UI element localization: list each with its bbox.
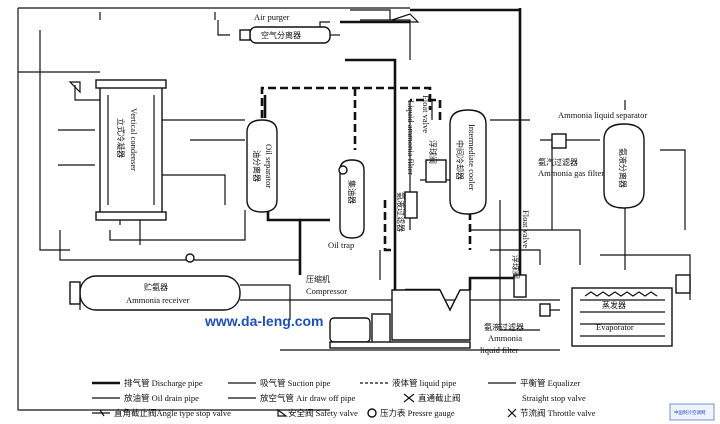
straight-valve-icon <box>403 393 415 403</box>
legend-throttle-valve: 节流阀 Throttle valve <box>520 408 596 418</box>
ammonia-gas-filter-cn: 氨汽过滤器 <box>538 157 578 167</box>
compressor: 压缩机 Compressor <box>306 274 471 349</box>
corner-logo: 中国制冷空调网 <box>669 403 715 421</box>
ammonia-separator-cn: 氨液分离器 <box>618 148 628 188</box>
legend: 排气管 Discharge pipe 吸气管 Suction pipe 液体管 … <box>92 378 596 418</box>
receiver-en: Ammonia receiver <box>126 295 190 305</box>
safety-valve-icon <box>277 408 288 417</box>
vertical-condenser-en: Vertical condenser <box>129 108 139 171</box>
ammonia-gas-filter-en: Ammonia gas filter <box>538 168 604 178</box>
float-valve-en: Float valve <box>421 95 431 133</box>
liquid-ammonia-filter: 氨液过滤器 Liquid ammonia filter <box>396 100 418 232</box>
float-valve2-en: Float valve <box>521 210 531 248</box>
receiver-cn: 贮氨器 <box>144 282 168 292</box>
oil-separator: 油分离器 Oil separator <box>246 119 278 213</box>
legend-straight-valve-cn: 直通截止阀 <box>418 393 461 403</box>
float-valve-top: 浮球阀 Float valve <box>421 95 447 183</box>
legend-oil-drain: 放油管 Oil drain pipe <box>124 393 199 403</box>
float-valve-lower: 浮球阀 Float valve <box>511 210 531 298</box>
pressure-gauge-icon <box>185 253 195 263</box>
logo-text: 中国制冷空调网 <box>674 409 706 416</box>
ammonia-liquid-filter: 氨液过滤器 Ammonia liquid filter <box>480 303 551 355</box>
legend-pressure-gauge: 压力表 Pressre gauge <box>380 408 455 418</box>
float-valve2-cn: 浮球阀 <box>511 255 521 279</box>
legend-suction: 吸气管 Suction pipe <box>260 378 331 388</box>
ammonia-liquid-filter-en2: liquid filter <box>480 345 519 355</box>
oil-trap: 集油器 Oil trap <box>328 159 365 250</box>
vertical-condenser: 立式冷凝器 Vertical condenser <box>68 79 167 221</box>
vertical-condenser-cn: 立式冷凝器 <box>116 118 126 158</box>
float-valve-cn: 浮球阀 <box>428 140 438 164</box>
evaporator-en: Evaporator <box>596 322 634 332</box>
air-separator-label: 空气分离器 <box>261 30 301 40</box>
liquid-ammonia-filter-en: Liquid ammonia filter <box>406 100 416 175</box>
legend-discharge: 排气管 Discharge pipe <box>124 378 203 388</box>
ammonia-filter-cn: 氨液过滤器 <box>396 192 406 232</box>
ammonia-gas-filter: 氨汽过滤器 Ammonia gas filter <box>538 133 604 178</box>
ammonia-liquid-separator-en: Ammonia liquid separator <box>558 110 647 120</box>
legend-liquid: 液体管 liquid pipe <box>392 378 456 388</box>
discharge-pipes <box>263 8 522 292</box>
legend-equalizer: 平衡管 Equalizer <box>520 378 580 388</box>
watermark: www.da-leng.com <box>204 313 324 329</box>
compressor-en: Compressor <box>306 286 347 296</box>
oil-trap-en: Oil trap <box>328 240 354 250</box>
throttle-valve-icon <box>507 408 517 418</box>
oil-separator-en: Oil separator <box>264 144 274 188</box>
legend-air-draw: 放空气管 Air draw off pipe <box>260 393 355 403</box>
ammonia-receiver: 贮氨器 Ammonia receiver <box>69 253 241 311</box>
suction-pipes <box>260 86 472 252</box>
pressure-gauge-icon <box>338 165 348 175</box>
intermediate-cooler: 中间冷却器 Intermediate cooler <box>449 109 487 215</box>
intermediate-cooler-en: Intermediate cooler <box>467 124 477 190</box>
legend-straight-valve-en: Straight stop valve <box>522 393 586 403</box>
angle-valve-icon <box>92 409 110 417</box>
legend-angle-valve: 直角截止阀Angle type stop valve <box>114 408 231 418</box>
compressor-cn: 压缩机 <box>306 274 330 284</box>
air-purger: 空气分离器 Air purger <box>239 12 420 44</box>
oil-separator-cn: 油分离器 <box>252 150 262 182</box>
ammonia-liquid-separator: Ammonia liquid separator 氨液分离器 <box>558 110 647 209</box>
legend-safety-valve: 安全阀 Safety valve <box>288 408 358 418</box>
ammonia-liquid-filter-en1: Ammonia <box>488 333 522 343</box>
ammonia-liquid-filter-cn: 氨液过滤器 <box>484 322 524 332</box>
evaporator: 蒸发器 Evaporator <box>571 274 691 347</box>
pressure-gauge-icon <box>367 408 377 418</box>
intermediate-cooler-cn: 中间冷却器 <box>455 140 465 180</box>
evaporator-cn: 蒸发器 <box>602 300 626 310</box>
air-purger-label: Air purger <box>254 12 290 22</box>
oil-trap-cn: 集油器 <box>347 180 357 204</box>
